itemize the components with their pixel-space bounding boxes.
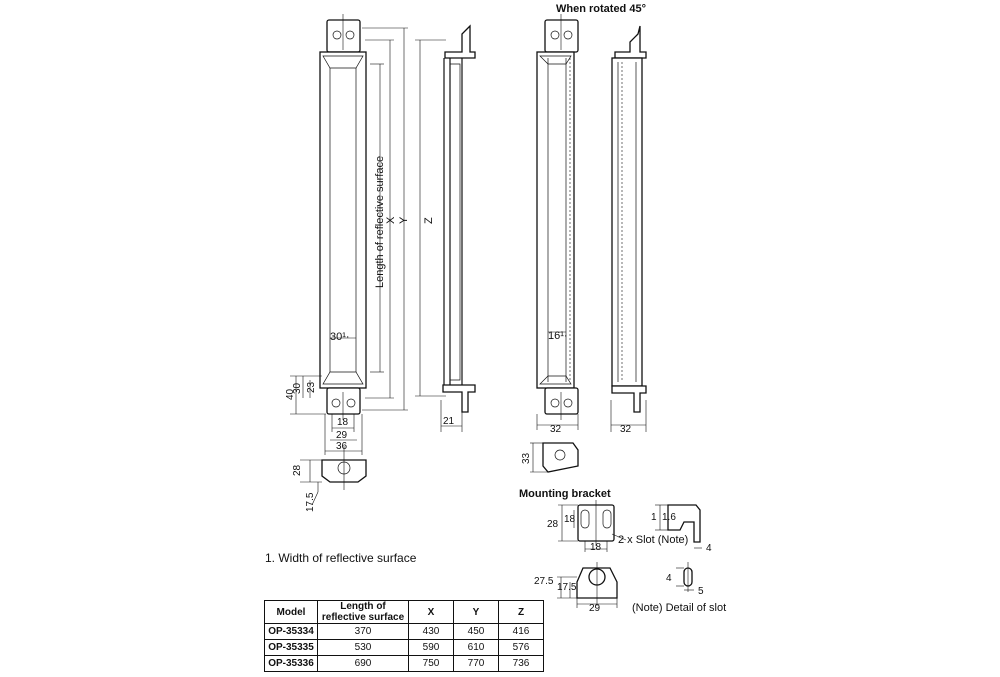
length-label: Length of reflective surface bbox=[374, 156, 386, 288]
mb-dim-27-5: 27.5 bbox=[534, 576, 554, 587]
slot-detail-label: (Note) Detail of slot bbox=[632, 602, 726, 614]
mb-dim-18-v: 18 bbox=[564, 514, 576, 525]
header-y: Y bbox=[453, 600, 499, 624]
width-30-label: 30¹· bbox=[330, 331, 350, 343]
cell-z: 416 bbox=[498, 623, 544, 640]
dim-32-b: 32 bbox=[620, 424, 632, 435]
table-row: OP-35335 530 590 610 576 bbox=[264, 639, 544, 656]
cell-length: 530 bbox=[317, 639, 409, 656]
z-label: Z bbox=[423, 217, 435, 224]
header-z: Z bbox=[498, 600, 544, 624]
dim-32-a: 32 bbox=[550, 424, 562, 435]
cell-z: 576 bbox=[498, 639, 544, 656]
mounting-title: Mounting bracket bbox=[519, 488, 611, 500]
mb-dim-18-h: 18 bbox=[590, 542, 602, 553]
rotated-front-view bbox=[536, 14, 579, 430]
header-x: X bbox=[408, 600, 454, 624]
dim-40: 40 bbox=[285, 388, 296, 400]
header-model: Model bbox=[264, 600, 318, 624]
cell-z: 736 bbox=[498, 655, 544, 672]
rotated-title: When rotated 45° bbox=[556, 3, 646, 15]
cell-y: 770 bbox=[453, 655, 499, 672]
mb-dim-28: 28 bbox=[547, 519, 559, 530]
dim-17-5: 17.5 bbox=[305, 492, 316, 512]
header-length: Length of reflective surface bbox=[317, 600, 409, 624]
slot-note-label: 2 x Slot (Note) bbox=[618, 534, 688, 546]
dim-36: 36 bbox=[336, 441, 348, 452]
cell-length: 370 bbox=[317, 623, 409, 640]
dim-29: 29 bbox=[336, 430, 348, 441]
dim-28: 28 bbox=[292, 464, 303, 476]
slot-dim-4: 4 bbox=[666, 573, 672, 584]
cell-length: 690 bbox=[317, 655, 409, 672]
width-16-label: 16¹· bbox=[548, 330, 568, 342]
slot-detail bbox=[676, 562, 694, 592]
rotated-side-view bbox=[610, 25, 647, 432]
x-label: X bbox=[385, 216, 397, 224]
mb-dim-1: 1 bbox=[651, 512, 657, 523]
cell-y: 450 bbox=[453, 623, 499, 640]
rotated-end-view bbox=[530, 442, 579, 473]
dim-18: 18 bbox=[337, 417, 349, 428]
mb-dim-1-6: 1.6 bbox=[662, 512, 676, 523]
dim-23: 23 bbox=[306, 381, 317, 393]
cell-model: OP-35335 bbox=[264, 639, 318, 656]
mounting-bracket-front bbox=[558, 500, 627, 552]
table-row: OP-35336 690 750 770 736 bbox=[264, 655, 544, 672]
mb-dim-17-5: 17.5 bbox=[557, 582, 577, 593]
table-header-row: Model Length of reflective surface X Y Z bbox=[264, 600, 544, 624]
model-table: Model Length of reflective surface X Y Z… bbox=[264, 600, 544, 672]
cell-x: 430 bbox=[408, 623, 454, 640]
cell-x: 590 bbox=[408, 639, 454, 656]
cell-model: OP-35334 bbox=[264, 623, 318, 640]
front-end-view bbox=[300, 446, 367, 506]
mounting-bracket-side bbox=[655, 504, 702, 549]
side-view bbox=[415, 24, 476, 432]
mb-dim-4: 4 bbox=[706, 543, 712, 554]
y-label: Y bbox=[398, 216, 410, 224]
mounting-bracket-end bbox=[557, 562, 618, 608]
footnote: 1. Width of reflective surface bbox=[265, 551, 417, 565]
cell-model: OP-35336 bbox=[264, 655, 318, 672]
dim-33: 33 bbox=[521, 452, 532, 464]
mb-dim-29: 29 bbox=[589, 603, 601, 614]
cell-y: 610 bbox=[453, 639, 499, 656]
cell-x: 750 bbox=[408, 655, 454, 672]
table-row: OP-35334 370 430 450 416 bbox=[264, 623, 544, 640]
dim-30: 30 bbox=[292, 382, 303, 394]
dim-21: 21 bbox=[443, 416, 455, 427]
front-view bbox=[290, 14, 408, 455]
slot-dim-5: 5 bbox=[698, 586, 704, 597]
